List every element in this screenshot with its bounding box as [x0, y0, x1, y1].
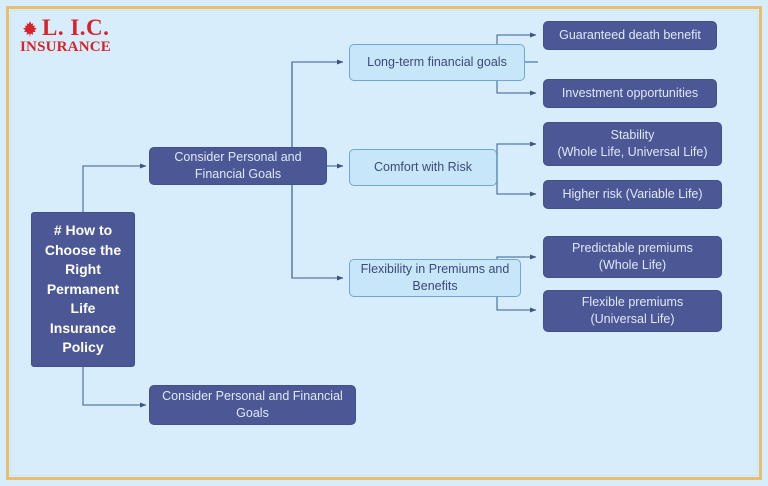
brand-logo: L. I.C. INSURANCE	[20, 16, 150, 60]
brand-name: L. I.C.	[42, 15, 110, 40]
node-flexible-premiums-universal-life[interactable]: Flexible premiums (Universal Life)	[543, 290, 722, 332]
node-consider-goals-top[interactable]: Consider Personal and Financial Goals	[149, 147, 327, 185]
brand-subtitle: INSURANCE	[20, 39, 111, 55]
node-stability-whole-universal-life[interactable]: Stability (Whole Life, Universal Life)	[543, 122, 722, 166]
node-predictable-premiums-whole-life[interactable]: Predictable premiums (Whole Life)	[543, 236, 722, 278]
node-guaranteed-death-benefit[interactable]: Guaranteed death benefit	[543, 21, 717, 50]
maple-leaf-icon	[20, 20, 40, 40]
node-long-term-financial-goals[interactable]: Long-term financial goals	[349, 44, 525, 81]
node-investment-opportunities[interactable]: Investment opportunities	[543, 79, 717, 108]
node-consider-goals-bottom[interactable]: Consider Personal and Financial Goals	[149, 385, 356, 425]
node-comfort-with-risk[interactable]: Comfort with Risk	[349, 149, 497, 186]
node-higher-risk-variable-life[interactable]: Higher risk (Variable Life)	[543, 180, 722, 209]
node-root-title[interactable]: # How to Choose the Right Permanent Life…	[31, 212, 135, 367]
node-flexibility-premiums-benefits[interactable]: Flexibility in Premiums and Benefits	[349, 259, 521, 297]
